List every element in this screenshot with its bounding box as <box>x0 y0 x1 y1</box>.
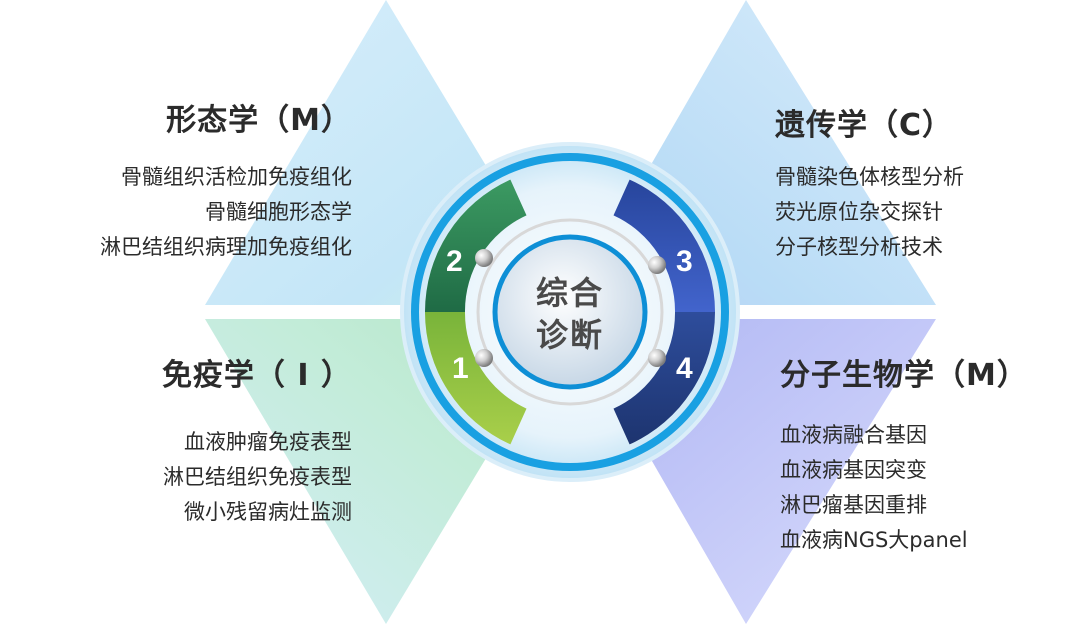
list-item: 淋巴瘤基因重排 <box>780 493 927 517</box>
segment-2 <box>424 179 527 312</box>
segment-1-label: 1 <box>452 352 469 385</box>
ball-1 <box>475 349 493 367</box>
immunology-list: 血液肿瘤免疫表型 淋巴结组织免疫表型 微小残留病灶监测 <box>163 425 352 530</box>
immunology-title: 免疫学（ I ） <box>161 358 352 393</box>
morphology-title: 形态学（M） <box>166 103 352 138</box>
segment-1 <box>424 312 527 445</box>
center-label: 综合 诊断 <box>510 272 630 356</box>
list-item: 骨髓组织活检加免疫组化 <box>121 165 352 189</box>
list-item: 骨髓细胞形态学 <box>205 200 352 224</box>
list-item: 淋巴结组织免疫表型 <box>163 465 352 489</box>
list-item: 血液病基因突变 <box>780 458 927 482</box>
segment-2-label: 2 <box>446 245 463 278</box>
list-item: 分子核型分析技术 <box>775 235 943 259</box>
list-item: 荧光原位杂交探针 <box>775 200 943 224</box>
outer-ring <box>411 153 729 471</box>
list-item: 血液病NGS大panel <box>780 528 968 552</box>
ball-4 <box>648 349 666 367</box>
list-item: 血液病融合基因 <box>780 423 927 447</box>
genetics-list: 骨髓染色体核型分析 荧光原位杂交探针 分子核型分析技术 <box>775 160 964 265</box>
list-item: 血液肿瘤免疫表型 <box>184 430 352 454</box>
ball-2 <box>475 249 493 267</box>
center-line-2: 诊断 <box>535 316 604 354</box>
list-item: 骨髓染色体核型分析 <box>775 165 964 189</box>
ball-3 <box>648 256 666 274</box>
genetics-title: 遗传学（C） <box>775 108 954 143</box>
segment-3-label: 3 <box>676 245 693 278</box>
list-item: 微小残留病灶监测 <box>184 500 352 524</box>
morphology-list: 骨髓组织活检加免疫组化 骨髓细胞形态学 淋巴结组织病理加免疫组化 <box>100 160 352 265</box>
inner-arc <box>476 218 664 406</box>
segment-3 <box>613 179 716 312</box>
molecular-list: 血液病融合基因 血液病基因突变 淋巴瘤基因重排 血液病NGS大panel <box>780 418 968 558</box>
list-item: 淋巴结组织病理加免疫组化 <box>100 235 352 259</box>
center-line-1: 综合 <box>535 274 604 312</box>
segment-4 <box>613 312 716 445</box>
core-circle <box>492 234 648 390</box>
molecular-title: 分子生物学（M） <box>780 358 1028 393</box>
segment-4-label: 4 <box>676 352 693 385</box>
